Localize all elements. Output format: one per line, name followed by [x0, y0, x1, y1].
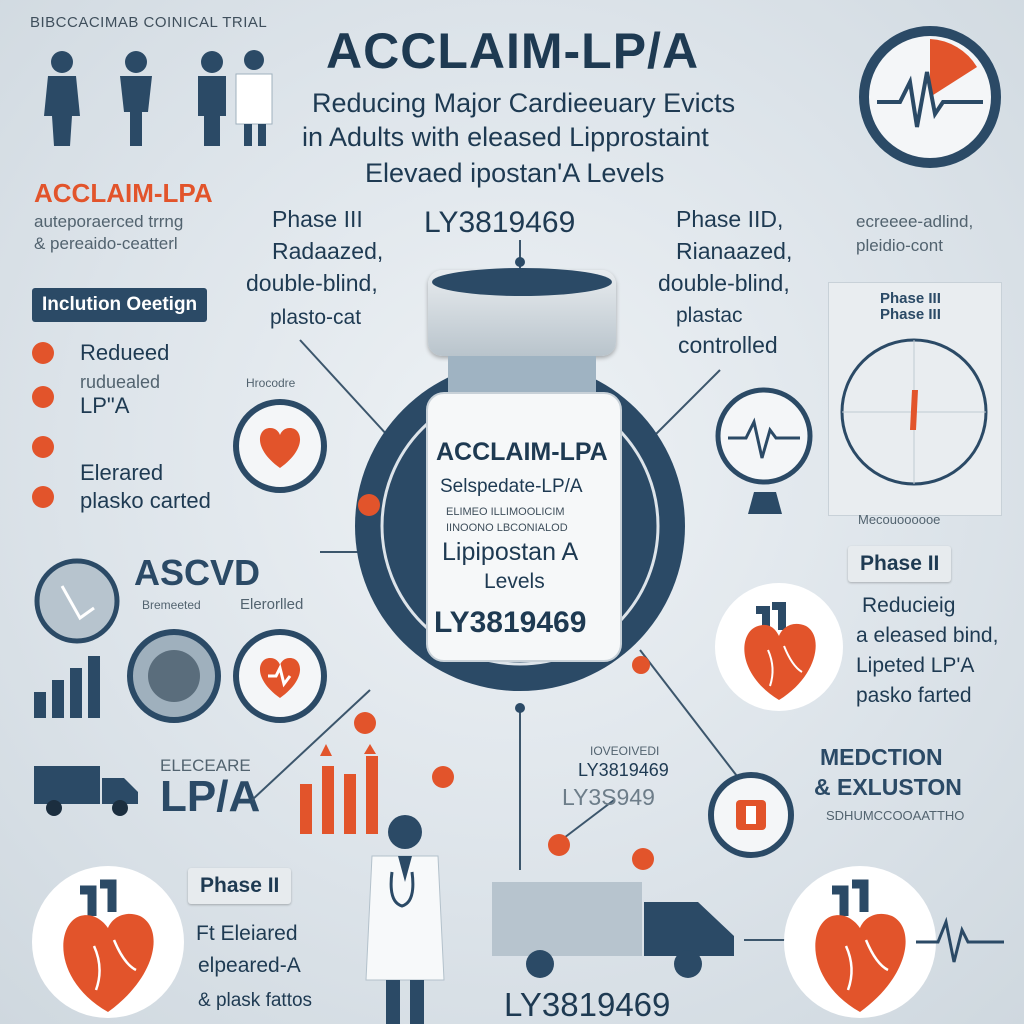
- bottom-code-small: IOVEOIVEDI: [590, 744, 660, 758]
- right-phase-5: controlled: [678, 332, 778, 358]
- orange-dot-icon: [632, 656, 650, 674]
- vial-brand: ACCLAIM-LPA: [436, 438, 608, 466]
- ascvd-sub-left: Bremeeted: [142, 598, 201, 612]
- med-title-2: & EXLUSTON: [814, 774, 962, 800]
- stethoscope-icon: [34, 558, 120, 644]
- orange-dot-icon: [632, 848, 654, 870]
- heart-icon: [784, 866, 936, 1018]
- heart-icon: [715, 583, 843, 711]
- bottom-phase-badge: Phase II: [188, 868, 292, 904]
- chart-label-2: Phase III: [880, 306, 941, 323]
- bar-chart-icon: [34, 656, 100, 718]
- heart-icon: [233, 629, 327, 723]
- phase-line-2: a eleased bind,: [856, 624, 999, 647]
- drug-code: LY3819469: [424, 206, 576, 239]
- phase-line-4: pasko farted: [856, 684, 972, 707]
- doctor-icon: [365, 815, 445, 1024]
- vial-line-1: Selspedate-LP/A: [440, 476, 583, 497]
- vial-line-3: IINOONO LBCONIALOD: [446, 522, 568, 534]
- alert-icon: [32, 386, 54, 408]
- heart-icon: [233, 399, 327, 493]
- right-phase-4: plastac: [676, 304, 743, 327]
- orange-dot-icon: [354, 712, 376, 734]
- orange-dot-icon: [548, 834, 570, 856]
- vial-code: LY3819469: [434, 606, 587, 639]
- item-label-4b: plasko carted: [80, 488, 211, 513]
- left-heading: ACCLAIM-LPA: [34, 178, 213, 208]
- right-phase-3: double-blind,: [658, 270, 790, 296]
- people-icon: [44, 50, 273, 146]
- bottom-code-dim: LY3S949: [562, 784, 655, 810]
- left-phase-3: double-blind,: [246, 270, 378, 296]
- truck-icon: [492, 882, 734, 978]
- item-label-1: Redueed: [80, 340, 170, 365]
- heart-icon: [32, 866, 184, 1018]
- orange-dot-icon: [358, 494, 380, 516]
- medication-icon: [708, 772, 794, 858]
- ascvd-label: ASCVD: [134, 552, 261, 593]
- bottom-line-3: & plask fattos: [198, 990, 313, 1011]
- med-sub: SDHUMCCOOAATTHO: [826, 808, 965, 823]
- right-top-sub-1: ecreeee-adlind,: [856, 212, 974, 231]
- left-sub-2: & pereaido-ceatterl: [34, 234, 178, 253]
- vial-neck: [448, 356, 596, 396]
- subtitle-line-2: in Adults with eleased Lipprostaint: [302, 122, 709, 152]
- item-label-4a: Elerared: [80, 460, 164, 485]
- chart-caption: Mecouoooooe: [858, 512, 941, 527]
- rising-bars-icon: [300, 744, 378, 834]
- right-top-sub-2: pleidio-cont: [856, 236, 943, 255]
- inclusion-badge: Inclution Oeetign: [32, 288, 208, 322]
- left-phase-2: Radaazed,: [272, 238, 384, 264]
- kicker: BIBCCACIMAB COINICAL TRIAL: [30, 14, 268, 31]
- ecg-monitor-icon: [715, 387, 813, 514]
- page-title: ACCLAIM-LP/A: [326, 23, 700, 79]
- radar-icon: [840, 338, 988, 486]
- med-title-1: MEDCTION: [820, 744, 943, 770]
- lpa-small: ELECEARE: [160, 756, 251, 775]
- right-phase-1: Phase IID,: [676, 206, 784, 232]
- vial-line-4: Lipipostan A: [442, 538, 579, 566]
- left-phase-1: Phase III: [272, 206, 363, 232]
- lpa-big: LP/A: [160, 772, 261, 821]
- lab-icon: [127, 629, 221, 723]
- dot-icon: [32, 486, 54, 508]
- vial-line-2: ELIMEO ILLIMOOLICIM: [446, 506, 565, 518]
- bottom-line-1: Ft Eleiared: [196, 922, 298, 945]
- orange-dot-icon: [432, 766, 454, 788]
- ascvd-sub-right: Elerorlled: [240, 596, 304, 613]
- ecg-line-icon: [916, 916, 1004, 963]
- item-label-2b: LP"A: [80, 393, 130, 418]
- subtitle-line-3: Elevaed ipostan'A Levels: [365, 158, 665, 188]
- dot-icon: [32, 342, 54, 364]
- vial-line-5: Levels: [484, 570, 545, 593]
- subtitle-line-1: Reducing Major Cardieeuary Evicts: [312, 88, 736, 118]
- item-label-2a: ruduealed: [80, 372, 161, 392]
- left-phase-4: plasto-cat: [270, 306, 362, 329]
- vial: [424, 268, 622, 662]
- bottom-line-2: elpeared-A: [198, 954, 301, 977]
- vial-body: [426, 392, 622, 662]
- truck-icon: [34, 766, 138, 816]
- alert-icon: [32, 436, 54, 458]
- phase-line-1: Reducieig: [862, 594, 956, 617]
- phase-line-3: Lipeted LP'A: [856, 654, 975, 677]
- phase-badge: Phase II: [848, 546, 952, 582]
- bottom-code-large: LY3819469: [504, 986, 671, 1023]
- chart-label-1: Phase III: [880, 290, 941, 307]
- small-label: Hrocodre: [246, 376, 296, 390]
- left-sub-1: auteporaerced trrng: [34, 212, 184, 231]
- bottom-code-mid: LY3819469: [578, 760, 669, 780]
- right-phase-2: Rianaazed,: [676, 238, 793, 264]
- heartbeat-monitor-icon: [859, 26, 1001, 168]
